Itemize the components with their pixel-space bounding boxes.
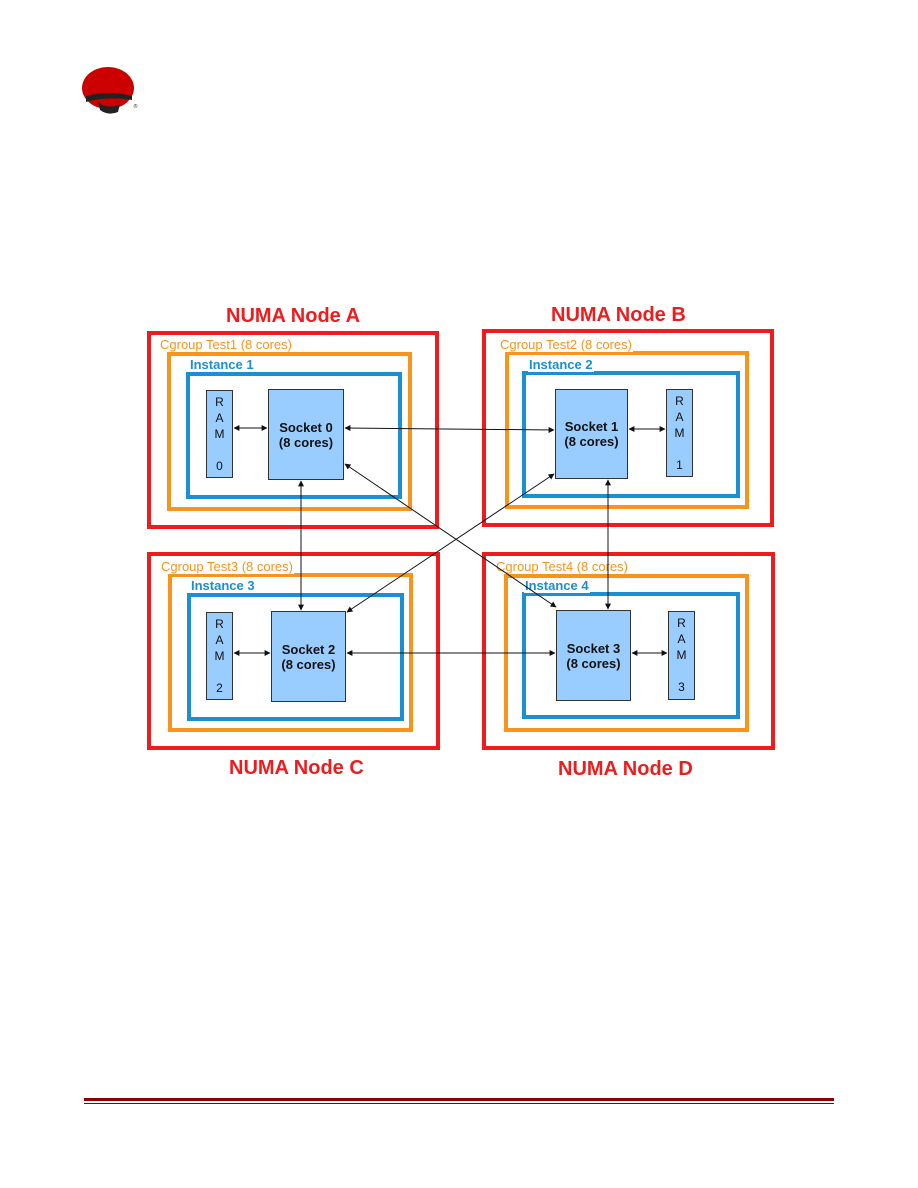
instance-2-box (522, 371, 740, 498)
svg-text:®: ® (133, 103, 138, 110)
ram-0: R A M 0 (206, 390, 233, 478)
ram-3: R A M 3 (668, 611, 695, 700)
footer-rule-thin (84, 1103, 834, 1104)
instance-1-label: Instance 1 (189, 357, 255, 372)
socket-2-cores: (8 cores) (281, 656, 336, 672)
socket-0-name: Socket 0 (279, 419, 333, 435)
socket-1: Socket 1(8 cores) (555, 389, 628, 479)
ram-2-char: R (215, 617, 224, 631)
ram-3-char: 3 (678, 680, 685, 694)
cgroup-test1-label: Cgroup Test1 (8 cores) (159, 337, 293, 352)
numa-node-b-title: NUMA Node B (551, 304, 686, 326)
socket-1-name: Socket 1 (564, 419, 619, 434)
socket-3: Socket 3(8 cores) (556, 610, 631, 701)
socket-2: Socket 2(8 cores) (271, 611, 346, 702)
socket-1-cores: (8 cores) (564, 434, 619, 449)
instance-3-label: Instance 3 (190, 578, 256, 593)
ram-1-char: 1 (676, 458, 683, 472)
ram-2-char: 2 (216, 681, 223, 695)
ram-0-char: A (215, 411, 224, 425)
red-hat-logo: ® (82, 67, 138, 114)
ram-3-char: A (677, 632, 686, 646)
ram-1: R A M 1 (666, 389, 693, 477)
ram-1-char: R (675, 394, 684, 408)
ram-0-char: R (215, 395, 224, 409)
numa-node-d-title: NUMA Node D (558, 758, 693, 780)
ram-0-char: 0 (216, 459, 223, 473)
ram-2-char: A (215, 633, 224, 647)
ram-3-char: R (677, 616, 686, 630)
ram-1-char: A (675, 410, 684, 424)
ram-2: R A M 2 (206, 612, 233, 700)
instance-2-label: Instance 2 (528, 357, 594, 372)
instance-3-box (187, 593, 404, 721)
footer-rule (84, 1098, 834, 1101)
socket-2-name: Socket 2 (281, 641, 336, 657)
instance-1-box (186, 372, 402, 499)
cgroup-test3-label: Cgroup Test3 (8 cores) (160, 559, 294, 574)
numa-node-a-title: NUMA Node A (226, 305, 361, 327)
ram-2-char: M (214, 649, 225, 663)
instance-4-box (522, 592, 740, 719)
ram-0-char: M (214, 427, 225, 441)
socket-3-name: Socket 3 (566, 640, 621, 656)
cgroup-test4-label: Cgroup Test4 (8 cores) (495, 559, 629, 574)
numa-node-c-title: NUMA Node C (229, 757, 364, 779)
instance-4-label: Instance 4 (524, 578, 590, 593)
socket-0: Socket 0(8 cores) (268, 389, 344, 480)
cgroup-test2-label: Cgroup Test2 (8 cores) (499, 337, 633, 352)
ram-3-char: M (676, 648, 687, 662)
ram-1-char: M (674, 426, 685, 440)
socket-0-cores: (8 cores) (278, 434, 334, 450)
socket-3-cores: (8 cores) (566, 655, 621, 671)
